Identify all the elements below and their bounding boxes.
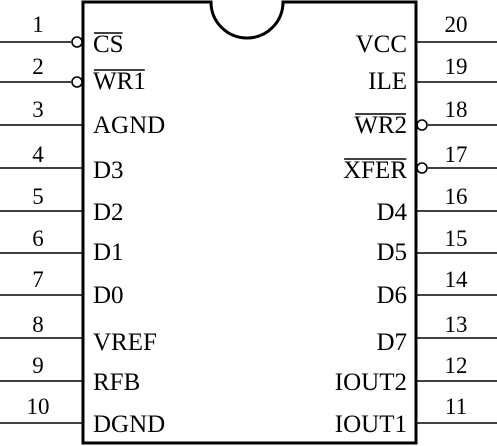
pin-8-label: VREF — [93, 329, 157, 356]
pin-6-label: D1 — [93, 239, 124, 266]
pin-3-label: AGND — [93, 112, 165, 139]
pin-13-number: 13 — [445, 312, 468, 337]
pin-5-label: D2 — [93, 199, 124, 226]
pin-16-label: D4 — [376, 199, 407, 226]
pin-3-number: 3 — [32, 97, 44, 122]
pin-2-label: WR1 — [93, 68, 146, 95]
pin-18-number: 18 — [445, 97, 468, 122]
pin-19-label: ILE — [368, 68, 407, 95]
pin-12-number: 12 — [445, 353, 468, 378]
pin-14-number: 14 — [445, 267, 469, 292]
pin-2-number: 2 — [32, 54, 44, 79]
pin-1-cs: 1CS — [0, 12, 124, 58]
pin-4-label: D3 — [93, 157, 124, 184]
pin-9-label: RFB — [93, 369, 140, 396]
pin-6-number: 6 — [32, 226, 44, 251]
pin-7-number: 7 — [32, 267, 44, 292]
pin-19-number: 19 — [445, 54, 468, 79]
pin-15-label: D5 — [376, 239, 407, 266]
pin-18-inversion-bubble — [416, 119, 428, 131]
pin-7-label: D0 — [93, 282, 124, 309]
pin-5-number: 5 — [32, 184, 44, 209]
pin-7-d0: 7D0 — [0, 267, 124, 309]
pin-5-d2: 5D2 — [0, 184, 124, 226]
right-pin-group: 20VCC19ILE18WR217XFER16D415D514D613D712I… — [335, 12, 497, 438]
pin-9-number: 9 — [32, 353, 44, 378]
pin-15-number: 15 — [445, 226, 468, 251]
pin-1-label: CS — [93, 31, 124, 58]
pin-17-label: XFER — [343, 157, 407, 184]
pin-2-inversion-bubble — [71, 76, 83, 88]
pin-1-number: 1 — [32, 12, 44, 37]
pin-17-number: 17 — [445, 142, 468, 167]
pin-6-d1: 6D1 — [0, 226, 124, 266]
pin-14-label: D6 — [376, 282, 407, 309]
pin-16-number: 16 — [445, 184, 468, 209]
pin-20-label: VCC — [356, 31, 407, 58]
pin-4-d3: 4D3 — [0, 142, 124, 184]
pin-10-number: 10 — [27, 394, 50, 419]
chip-body — [81, 0, 418, 445]
pin-17-inversion-bubble — [416, 162, 428, 174]
pin-20-number: 20 — [445, 12, 468, 37]
pin-12-label: IOUT2 — [335, 369, 407, 396]
pin-11-number: 11 — [445, 394, 467, 419]
pin-18-label: WR2 — [354, 112, 407, 139]
pin-10-label: DGND — [93, 411, 165, 438]
pin-1-inversion-bubble — [71, 36, 83, 48]
pin-8-number: 8 — [32, 312, 44, 337]
pin-11-label: IOUT1 — [335, 411, 407, 438]
pin-13-label: D7 — [376, 329, 407, 356]
pin-4-number: 4 — [32, 142, 44, 167]
